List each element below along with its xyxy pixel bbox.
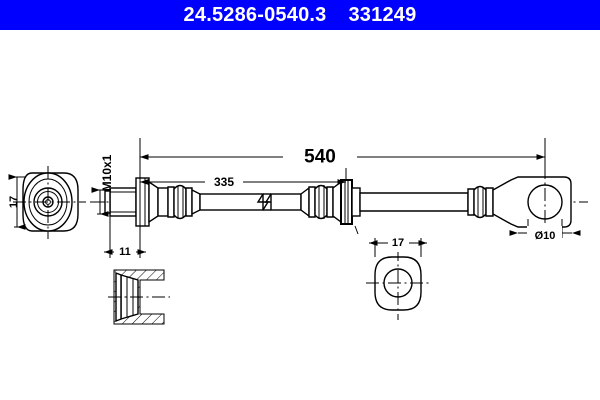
dimension-partial-length: 335 [139, 168, 347, 191]
dimension-left-end-width: 17 [8, 174, 26, 230]
hose-body-left [199, 193, 264, 211]
part-number-label: 24.5286-0540.3 [183, 4, 327, 26]
mid-bracket-fitting [300, 179, 361, 225]
dimension-banjo-hole-diameter: Ø10 [509, 219, 581, 245]
hose-body-right [359, 192, 469, 212]
header-banner: 24.5286-0540.3 331249 [0, 0, 600, 30]
technical-drawing-canvas: 17 [0, 30, 600, 400]
right-crimp-ferrule [467, 185, 494, 219]
thread-spec-label: M10x1 [100, 154, 114, 191]
hose-assembly-side-view [95, 166, 588, 240]
dimension-label-bracket-width: 17 [392, 237, 404, 249]
dimension-label-left-width: 17 [8, 196, 20, 208]
dimension-collar-length: 11 [104, 216, 146, 261]
hose-body-mid [270, 193, 302, 211]
dimension-label-partial-length: 335 [214, 175, 234, 189]
dimension-overall-length: 540 [139, 138, 546, 174]
left-crimp-ferrule [167, 184, 201, 220]
dimension-label-collar-length: 11 [119, 246, 131, 258]
dimension-label-hole-diameter: Ø10 [535, 230, 556, 242]
mid-bracket-plan-view: 17 [354, 225, 431, 320]
dimension-label-overall-length: 540 [304, 147, 336, 168]
left-thread-fitting [104, 177, 169, 227]
right-banjo-fitting [492, 166, 572, 240]
thread-cross-section-view [108, 269, 170, 325]
reference-number-label: 331249 [348, 4, 417, 26]
left-end-view [13, 166, 86, 239]
